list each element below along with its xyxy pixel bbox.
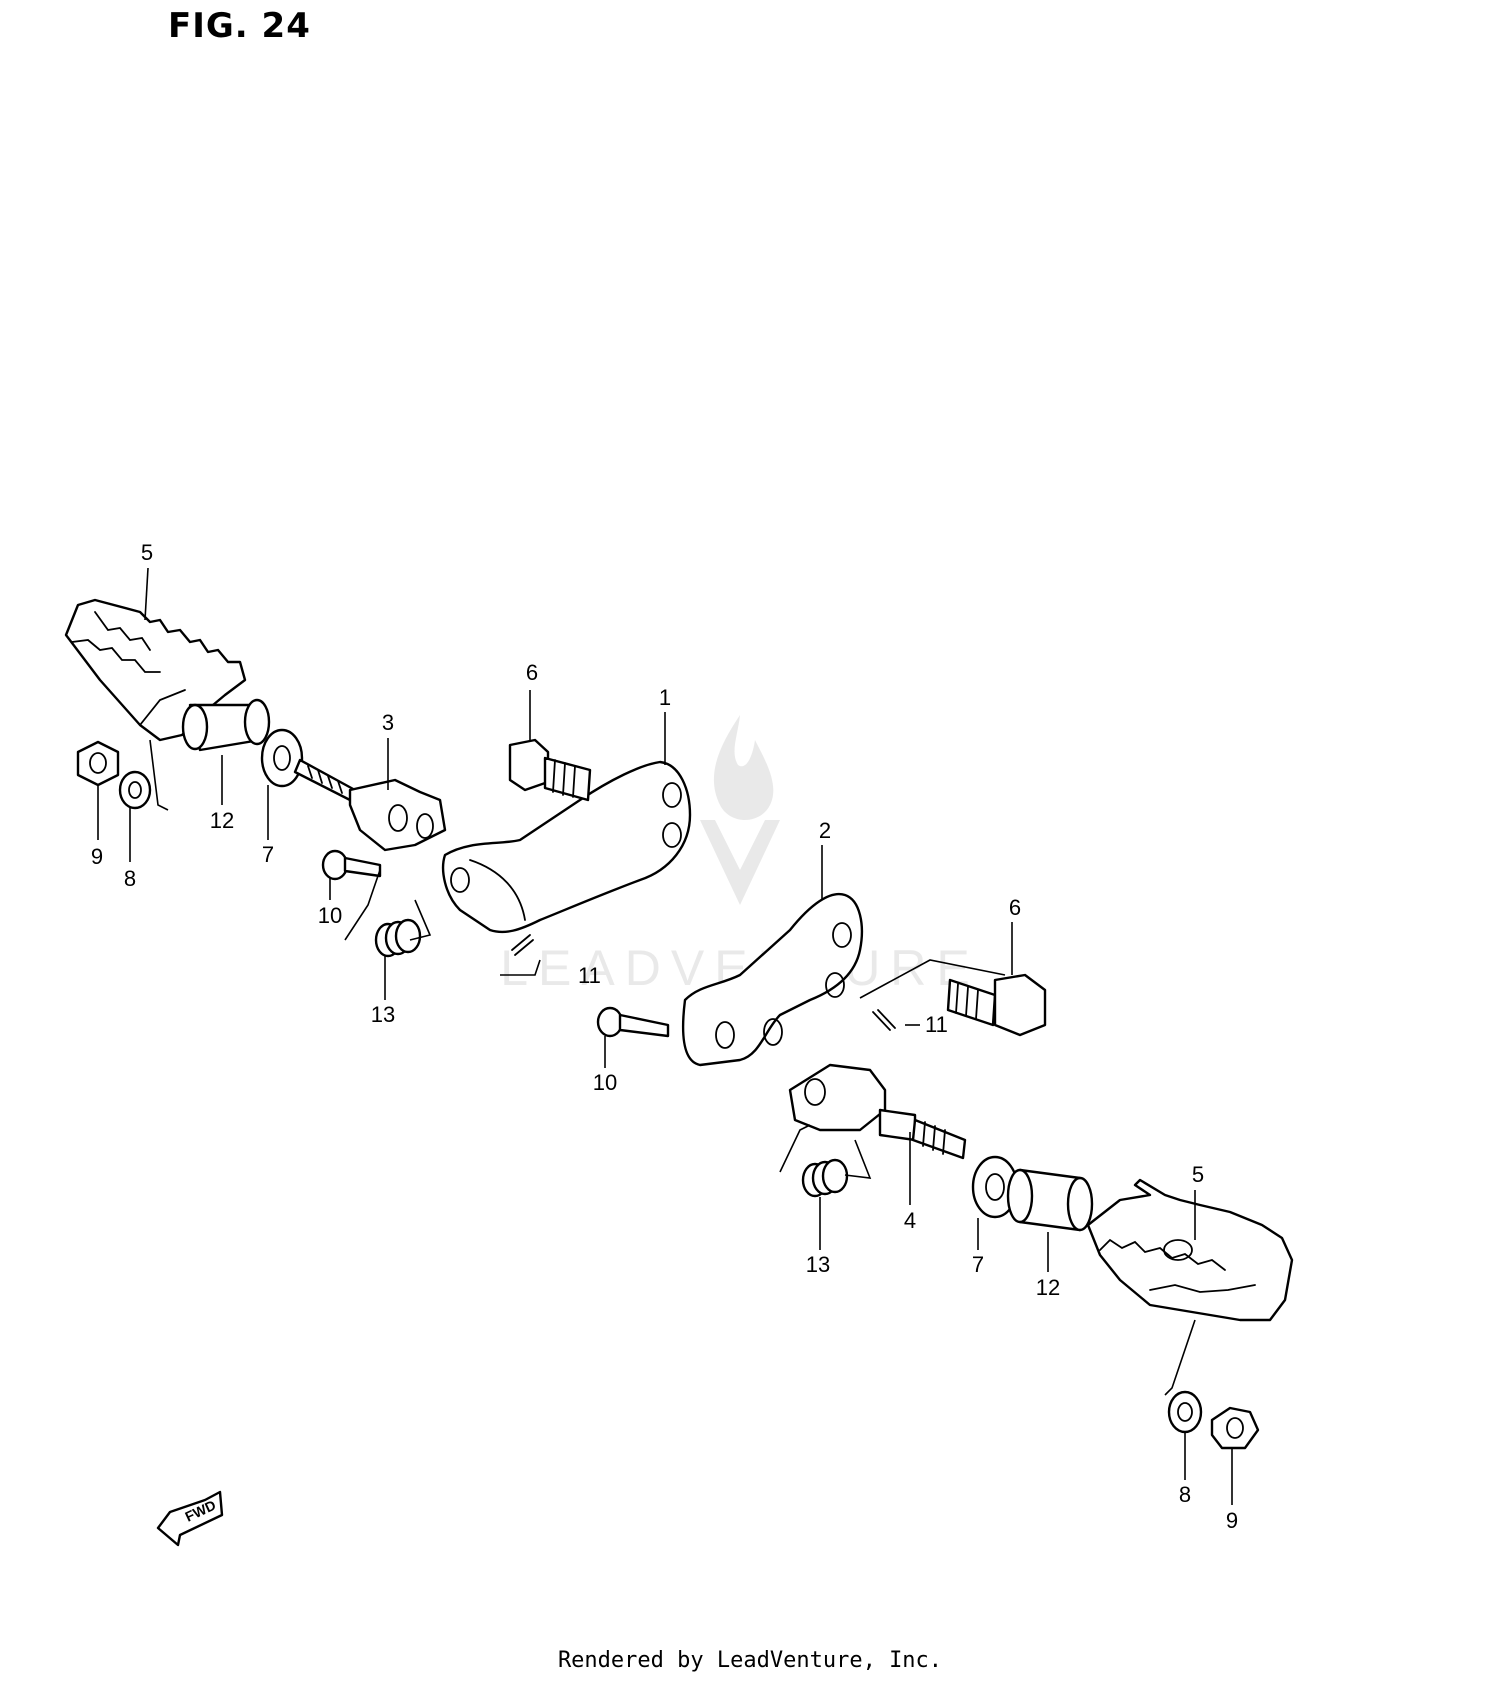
- callout-3: 3: [382, 710, 394, 735]
- nut-left-hole: [89, 752, 107, 774]
- callout-4: 4: [904, 1208, 916, 1233]
- peg-bracket-left: [293, 758, 447, 852]
- callout-7-left: 7: [262, 842, 274, 867]
- washer-8-right-hole: [1177, 1402, 1193, 1422]
- bolt-right: [946, 973, 1047, 1037]
- washer-8-right: [1167, 1390, 1203, 1434]
- callout-5-right: 5: [1192, 1162, 1204, 1187]
- callout-9-right: 9: [1226, 1508, 1238, 1533]
- collar-right: [1006, 1168, 1094, 1232]
- peg-bracket-right: [788, 1063, 967, 1160]
- nut-left: [76, 740, 120, 787]
- forward-arrow-icon: [156, 1490, 224, 1547]
- pin-left: [321, 849, 382, 881]
- callout-12-left: 12: [210, 808, 234, 833]
- callout-6-right: 6: [1009, 895, 1021, 920]
- cotter-right: [872, 1009, 896, 1031]
- callout-13-right: 13: [806, 1252, 830, 1277]
- leadventure-watermark: LEADVENTURE: [500, 715, 970, 996]
- washer-right-hole: [985, 1173, 1005, 1201]
- washer-8-left-hole: [128, 781, 142, 799]
- collar-left: [181, 698, 271, 752]
- callout-10-right: 10: [593, 1070, 617, 1095]
- callout-13-left: 13: [371, 1002, 395, 1027]
- figure-title: FIG. 24: [168, 6, 311, 46]
- callout-8-right: 8: [1179, 1482, 1191, 1507]
- spring-left: [374, 918, 422, 958]
- washer-left-hole: [273, 745, 291, 771]
- callout-7-right: 7: [972, 1252, 984, 1277]
- leader-lines: [97, 567, 1233, 1505]
- callout-8-left: 8: [124, 866, 136, 891]
- callouts: 5 6 3 1 2 6 12 7 9 8 10 13 11 10 11 4 13…: [91, 540, 1238, 1533]
- nut-right-hole: [1226, 1417, 1244, 1439]
- callout-5-left: 5: [141, 540, 153, 565]
- forward-arrow-badge: FWD: [156, 1490, 224, 1547]
- footer-credit: Rendered by LeadVenture, Inc.: [557, 1648, 943, 1673]
- callout-1: 1: [659, 685, 671, 710]
- callout-11-right: 11: [925, 1012, 948, 1037]
- washer-left: [260, 728, 304, 788]
- spring-right: [801, 1158, 849, 1198]
- callout-2: 2: [819, 818, 831, 843]
- callout-11-left: 11: [578, 963, 601, 988]
- mount-bracket-2: [681, 892, 864, 1067]
- callout-10-left: 10: [318, 903, 342, 928]
- callout-6-left: 6: [526, 660, 538, 685]
- callout-9-left: 9: [91, 844, 103, 869]
- callout-12-right: 12: [1036, 1275, 1060, 1300]
- pin-right: [596, 1006, 670, 1038]
- bolt-left: [508, 738, 592, 802]
- nut-right: [1210, 1406, 1260, 1450]
- footpeg-right: [1086, 1178, 1294, 1322]
- washer-8-left: [118, 770, 152, 810]
- cotter-left: [511, 934, 534, 956]
